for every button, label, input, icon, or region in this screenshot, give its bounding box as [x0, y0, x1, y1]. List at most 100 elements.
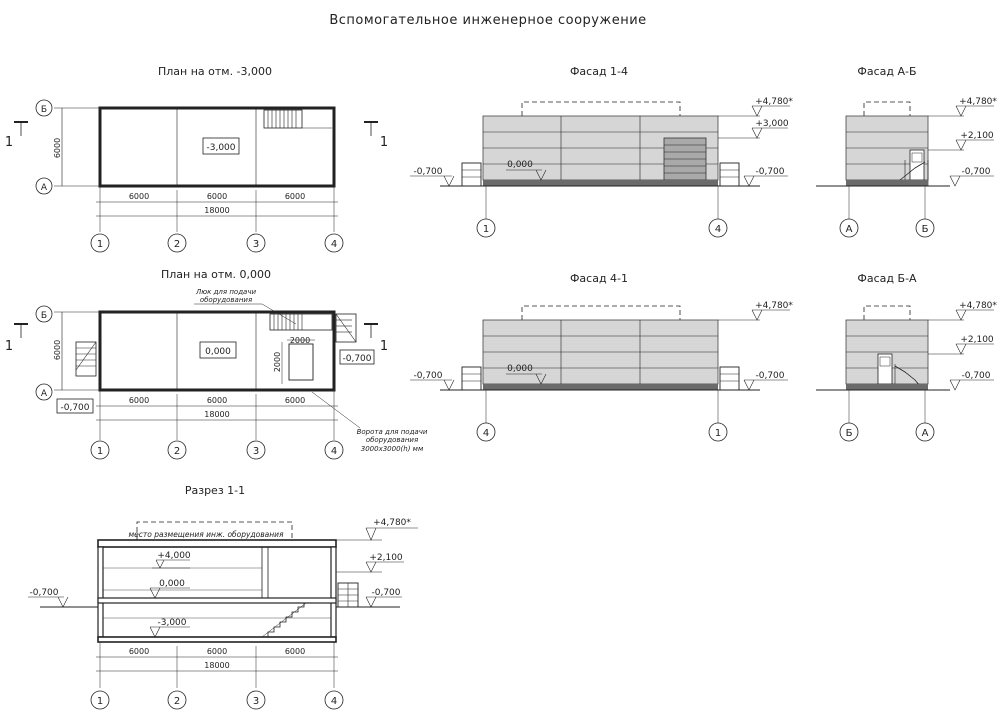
facade-b-a: Фасад Б-А +4,780* +2,100 -0,700 Б А [816, 272, 997, 442]
plan-minus3-level: -3,000 [206, 143, 235, 153]
section-span-2: 6000 [207, 647, 227, 656]
plan-zero: План на отм. 0,000 [5, 268, 428, 460]
plan-zero-hatch-h: 2000 [273, 352, 282, 372]
plan-zero-axis-3: 3 [253, 446, 259, 457]
axis-4-label: 4 [331, 239, 337, 250]
plan-zero-axis-a: А [41, 389, 48, 399]
facade-a-b-level-entry: +2,100 [960, 131, 994, 141]
svg-text:+4,780*: +4,780* [373, 518, 411, 528]
plan-minus3: План на отм. -3,000 -3,000 6000 Б [5, 65, 388, 253]
plan-zero-hatch [288, 343, 314, 381]
section-zone-label: место размещения инж. оборудования [128, 530, 284, 539]
plan-zero-note-gate-3: 3000х3000(h) мм [361, 445, 424, 453]
facade-4-1-level-top: +4,780* [755, 301, 793, 311]
facade-b-a-level-ground: -0,700 [961, 371, 990, 381]
section-axis-1: 1 [97, 696, 103, 707]
section-axis-4: 4 [331, 696, 337, 707]
plan-minus3-span-3: 6000 [285, 192, 305, 201]
section-equipment-zone [136, 521, 293, 540]
facade-1-4-level-top: +4,780* [755, 97, 793, 107]
axis-a-label: А [41, 183, 48, 193]
section-level-zero: 0,000 [149, 579, 190, 599]
facade-1-4-axis-right: 4 [715, 224, 721, 235]
cut-mark-left: 1 [5, 135, 13, 150]
plan-zero-stair [75, 313, 357, 377]
facade-4-1-title: Фасад 4-1 [570, 272, 628, 285]
svg-text:+4,000: +4,000 [157, 551, 191, 561]
facade-1-4: Фасад 1-4 +4,780* +3,000 0,0 [410, 65, 793, 238]
plan-zero-note-hatch-2: оборудования [200, 296, 252, 304]
plan-zero-total: 18000 [204, 410, 229, 419]
plan-zero-span-3: 6000 [285, 396, 305, 405]
axis-1-label: 1 [97, 239, 103, 250]
facade-a-b-level-top: +4,780* [959, 97, 997, 107]
axis-3-label: 3 [253, 239, 259, 250]
facade-b-a-level-top: +4,780* [959, 301, 997, 311]
cut-mark-right: 1 [380, 135, 388, 150]
axis-b-label: Б [41, 105, 47, 115]
section-total: 18000 [204, 661, 229, 670]
facade-a-b-axis-left: А [846, 224, 853, 235]
facade-1-4-level-gate: +3,000 [755, 119, 789, 129]
plan-zero-cut-right: 1 [380, 339, 388, 354]
plan-minus3-wall [98, 106, 336, 188]
svg-text:+2,100: +2,100 [369, 553, 403, 563]
plan-minus3-span-1: 6000 [129, 192, 149, 201]
section-title: Разрез 1-1 [185, 484, 245, 497]
axis-a-bubble [35, 177, 53, 195]
svg-text:-0,700: -0,700 [29, 588, 58, 598]
facade-b-a-axis-left: Б [846, 428, 853, 439]
plan-zero-hatch-w: 2000 [290, 336, 310, 345]
facade-4-1-level-right: -0,700 [755, 371, 784, 381]
facade-1-4-axis-left: 1 [483, 224, 489, 235]
plan-zero-axis-4: 4 [331, 446, 337, 457]
svg-text:0,000: 0,000 [159, 579, 185, 589]
facade-1-4-level-left: -0,700 [413, 167, 442, 177]
facade-a-b-level-ground: -0,700 [961, 167, 990, 177]
facade-1-4-level-zero: 0,000 [507, 160, 533, 170]
facade-4-1-level-zero: 0,000 [507, 364, 533, 374]
plan-minus3-title: План на отм. -3,000 [158, 65, 272, 78]
facade-b-a-title: Фасад Б-А [857, 272, 917, 285]
section-level-bottom: -3,000 [149, 618, 190, 638]
facade-4-1: Фасад 4-1 +4,780* 0,000 -0,700 -0,700 4 [410, 272, 793, 442]
section-axis-2: 2 [174, 696, 180, 707]
facade-4-1-axis-right: 1 [715, 428, 721, 439]
section-level-ground-left: -0,700 [28, 588, 69, 608]
plan-zero-level-right: -0,700 [342, 354, 371, 364]
plan-zero-axis-b: Б [41, 311, 47, 321]
section-span-3: 6000 [285, 647, 305, 656]
facade-a-b: Фасад А-Б +4,780* +2,100 -0,700 А Б [816, 65, 997, 238]
section-level-ground-right: -0,700 [365, 588, 402, 608]
section-level-entry: +2,100 [336, 553, 404, 573]
plan-zero-level-left: -0,700 [60, 403, 89, 413]
plan-zero-title: План на отм. 0,000 [161, 268, 271, 281]
plan-zero-height-dim: 6000 [53, 340, 62, 360]
sheet-title: Вспомогательное инженерное сооружение [329, 13, 646, 28]
plan-zero-note-hatch-1: Люк для подачи [195, 288, 256, 296]
facade-4-1-axis-left: 4 [483, 428, 489, 439]
section-level-top: +4,780* [336, 518, 418, 541]
axis-b-bubble [35, 99, 53, 117]
plan-minus3-height-dim: 6000 [53, 138, 62, 158]
plan-zero-span-2: 6000 [207, 396, 227, 405]
plan-zero-level: 0,000 [205, 347, 231, 357]
facade-b-a-axis-right: А [922, 428, 929, 439]
plan-minus3-span-2: 6000 [207, 192, 227, 201]
plan-zero-axis-2: 2 [174, 446, 180, 457]
axis-2-label: 2 [174, 239, 180, 250]
facade-4-1-level-left: -0,700 [413, 371, 442, 381]
svg-text:-3,000: -3,000 [157, 618, 186, 628]
facade-1-4-level-right: -0,700 [755, 167, 784, 177]
section-stair [262, 603, 305, 638]
facade-a-b-title: Фасад А-Б [857, 65, 916, 78]
plan-zero-axis-1: 1 [97, 446, 103, 457]
plan-zero-note-gate-2: оборудования [366, 436, 418, 444]
plan-zero-span-1: 6000 [129, 396, 149, 405]
plan-minus3-total: 18000 [204, 206, 229, 215]
plan-zero-note-gate-1: Ворота для подачи [357, 428, 428, 436]
facade-a-b-axis-right: Б [922, 224, 929, 235]
section-level-upper: +4,000 [152, 551, 191, 569]
plan-zero-cut-left: 1 [5, 339, 13, 354]
